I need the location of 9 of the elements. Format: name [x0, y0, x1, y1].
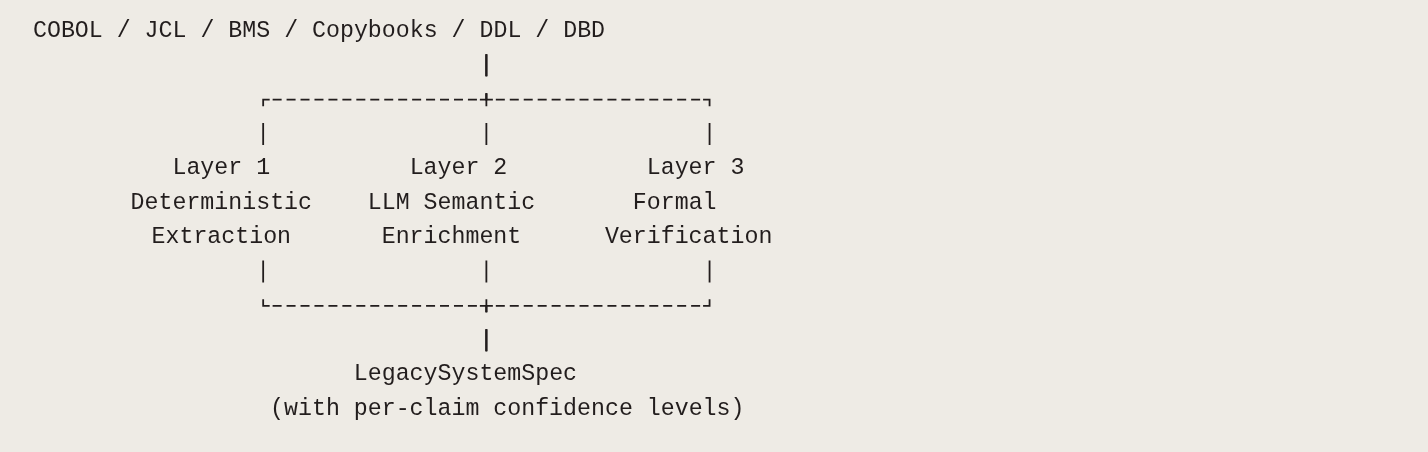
output-note: (with per-claim confidence levels)	[270, 394, 745, 424]
input-formats-text: COBOL / JCL / BMS / Copybooks / DDL / DBD	[33, 16, 606, 46]
layer-description: LLM Semantic Enrichment	[366, 188, 537, 252]
layer-description: Formal Verification	[603, 188, 774, 252]
layer-title: Layer 3	[646, 154, 745, 184]
layer-title: Layer 1	[172, 154, 271, 184]
output-title: LegacySystemSpec	[353, 360, 578, 390]
layer-title: Layer 2	[409, 154, 508, 184]
layer-description: Deterministic Extraction	[129, 188, 313, 252]
